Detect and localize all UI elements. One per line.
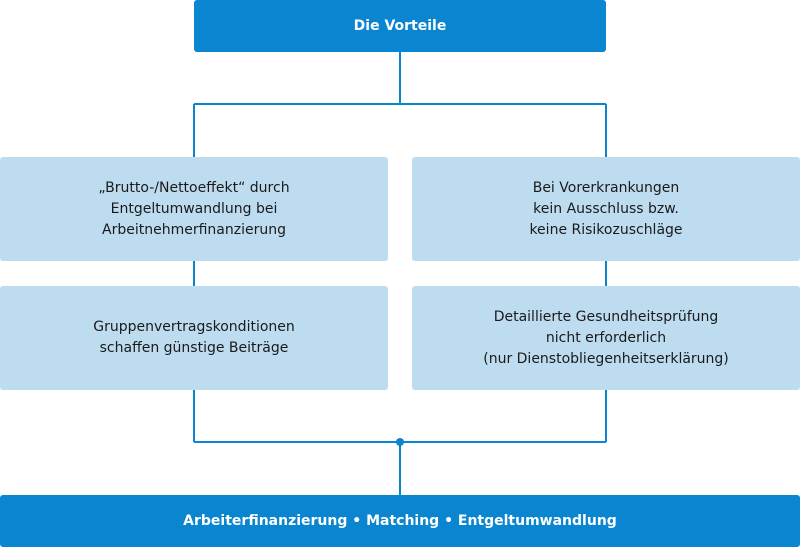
benefit-box-group-contract: Gruppenvertragskonditionen schaffen güns… xyxy=(0,286,388,390)
benefit-box-gross-net-effect: „Brutto-/Nettoeffekt“ durch Entgeltumwan… xyxy=(0,157,388,261)
header-text: Die Vorteile xyxy=(353,18,447,34)
footer-box: Arbeiterfinanzierung • Matching • Entgel… xyxy=(0,495,800,547)
benefit-text-gross-net-effect: „Brutto-/Nettoeffekt“ durch Entgeltumwan… xyxy=(98,179,290,238)
benefit-box-pre-existing-conditions: Bei Vorerkrankungen kein Ausschluss bzw.… xyxy=(412,157,800,261)
benefit-box-health-check: Detaillierte Gesundheitsprüfung nicht er… xyxy=(412,286,800,390)
junction-dot xyxy=(396,438,404,446)
footer-text: Arbeiterfinanzierung • Matching • Entgel… xyxy=(183,513,617,529)
header-box: Die Vorteile xyxy=(194,0,606,52)
benefit-text-group-contract: Gruppenvertragskonditionen schaffen güns… xyxy=(93,319,295,356)
benefit-text-pre-existing-conditions: Bei Vorerkrankungen kein Ausschluss bzw.… xyxy=(529,179,683,238)
benefit-text-health-check: Detaillierte Gesundheitsprüfung nicht er… xyxy=(483,308,729,367)
